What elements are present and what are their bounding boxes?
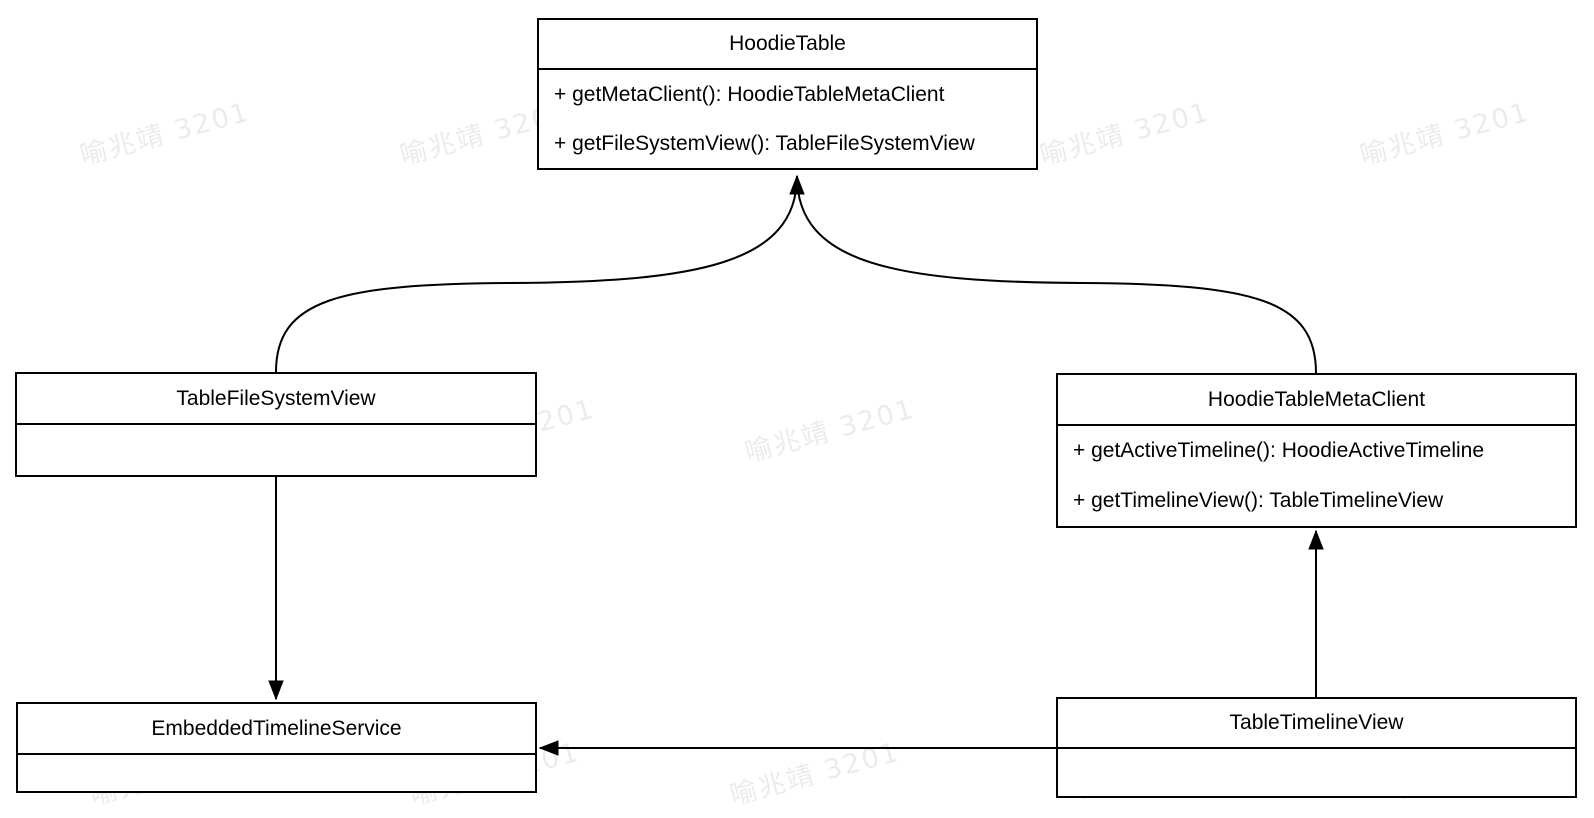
class-methods-section: + getActiveTimeline(): HoodieActiveTimel… (1058, 426, 1575, 526)
class-box-tabletimelineview: TableTimelineView (1056, 697, 1577, 798)
class-title: TableFileSystemView (17, 374, 535, 425)
class-title: HoodieTableMetaClient (1058, 375, 1575, 426)
method-label: + getTimelineView(): TableTimelineView (1073, 489, 1444, 513)
method-label: + getActiveTimeline(): HoodieActiveTimel… (1073, 439, 1485, 463)
class-box-hoodietable: HoodieTable + getMetaClient(): HoodieTab… (537, 18, 1038, 170)
class-methods-section (17, 425, 535, 475)
edge-hoodietablemetaclient-to-hoodietable (796, 175, 1317, 374)
class-methods-section (18, 755, 535, 791)
class-title: HoodieTable (539, 20, 1036, 70)
class-box-embeddedtimelineservice: EmbeddedTimelineService (16, 702, 537, 793)
class-methods-section (1058, 749, 1575, 796)
method-label: + getMetaClient(): HoodieTableMetaClient (554, 82, 945, 106)
edge-tablefilesystemview-to-hoodietable (275, 174, 805, 373)
class-box-hoodietablemetaclient: HoodieTableMetaClient + getActiveTimelin… (1056, 373, 1577, 528)
class-title: TableTimelineView (1058, 699, 1575, 749)
class-title: EmbeddedTimelineService (18, 704, 535, 755)
class-box-tablefilesystemview: TableFileSystemView (15, 372, 537, 477)
class-methods-section: + getMetaClient(): HoodieTableMetaClient… (539, 70, 1036, 168)
method-label: + getFileSystemView(): TableFileSystemVi… (554, 131, 975, 155)
